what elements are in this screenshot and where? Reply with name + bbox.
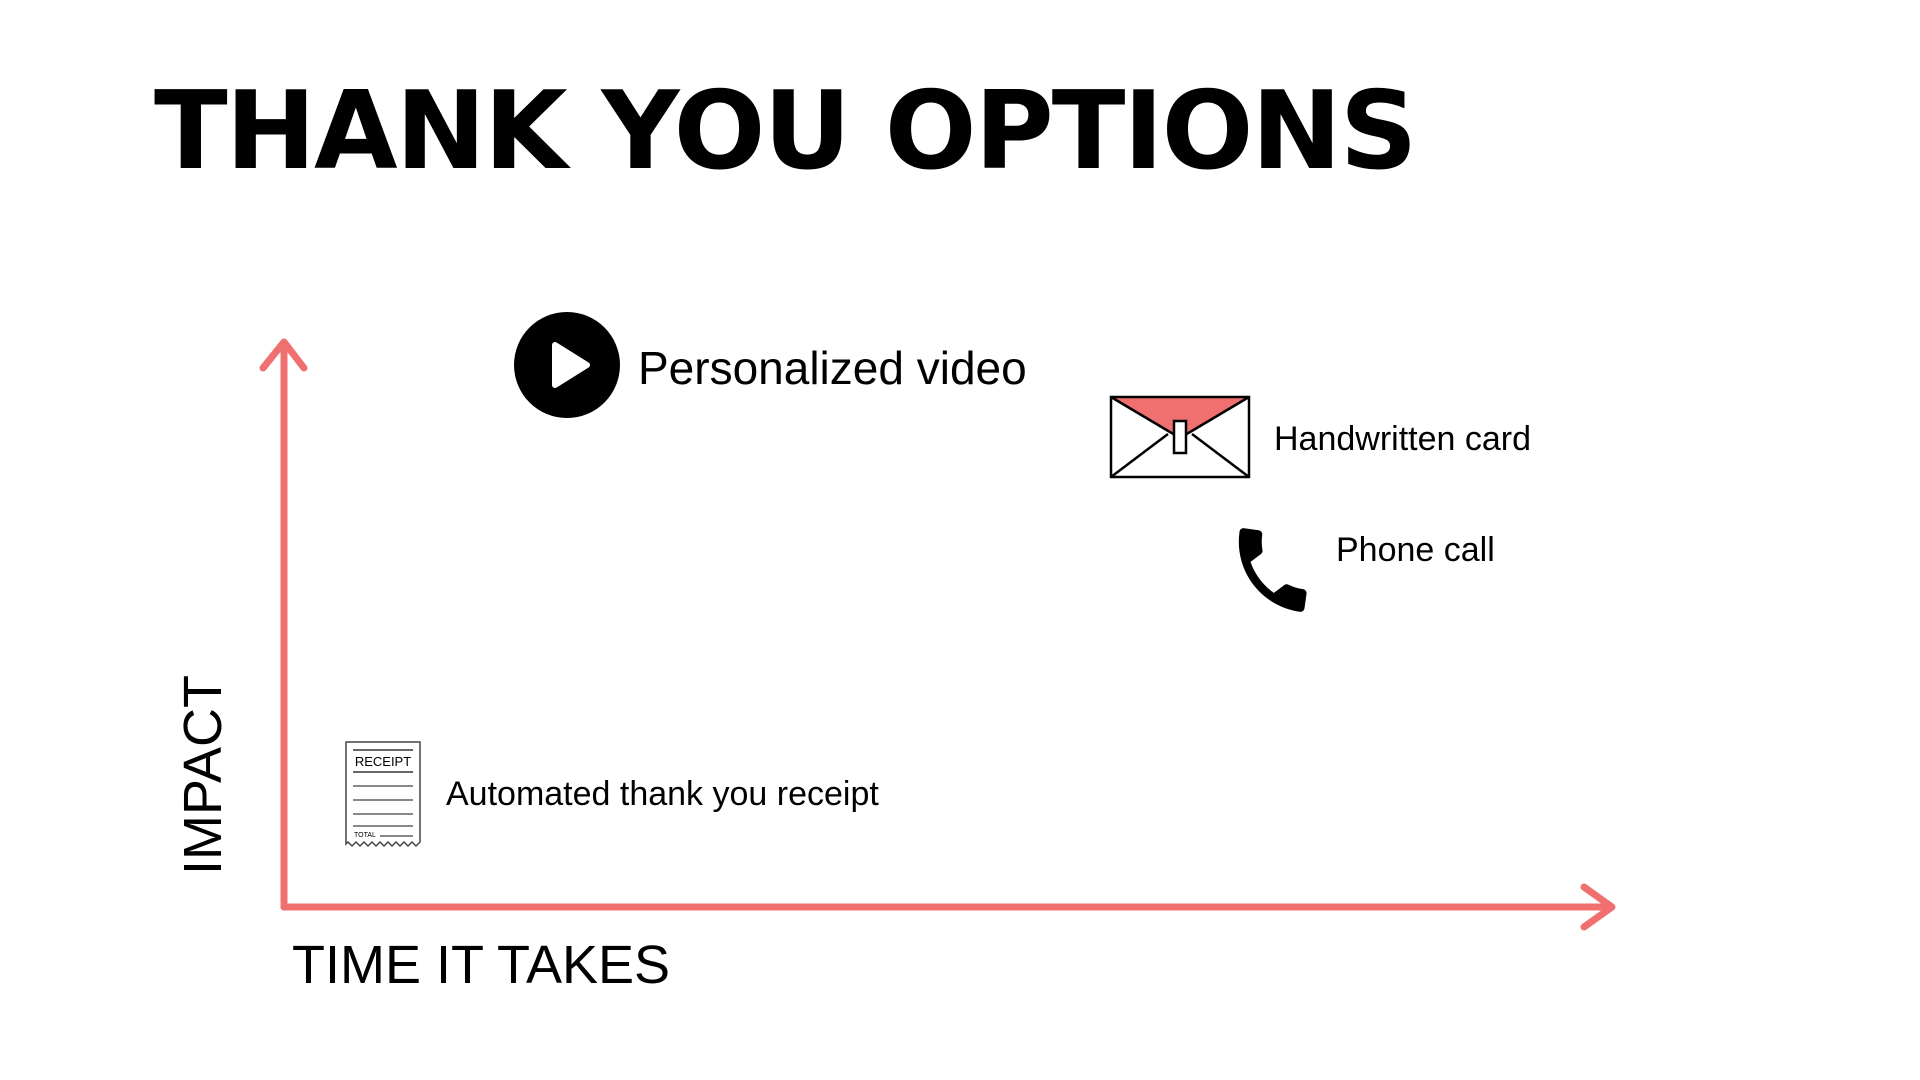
option-automated-receipt: RECEIPT TOTAL Automated thank you receip… [344,740,879,848]
option-label: Personalized video [638,341,1027,394]
y-axis-arrowhead [259,338,308,372]
envelope-icon [1108,394,1252,485]
option-phone-call: Phone call [1222,520,1495,625]
receipt-icon-title: RECEIPT [354,754,412,769]
x-axis-label: TIME IT TAKES [292,935,671,995]
play-circle-icon [514,312,620,423]
option-label: Phone call [1336,531,1495,569]
receipt-icon-total: TOTAL [354,832,376,839]
y-axis-label: IMPACT [173,675,233,875]
option-personalized-video: Personalized video [514,312,1027,423]
x-axis-arrowhead [1580,883,1616,931]
option-handwritten-card: Handwritten card [1108,394,1531,485]
receipt-icon: RECEIPT TOTAL [344,740,422,848]
option-label: Handwritten card [1274,420,1532,458]
page-title: THANK YOU OPTIONS [154,69,1418,194]
option-label: Automated thank you receipt [446,774,879,813]
phone-icon [1222,520,1322,625]
